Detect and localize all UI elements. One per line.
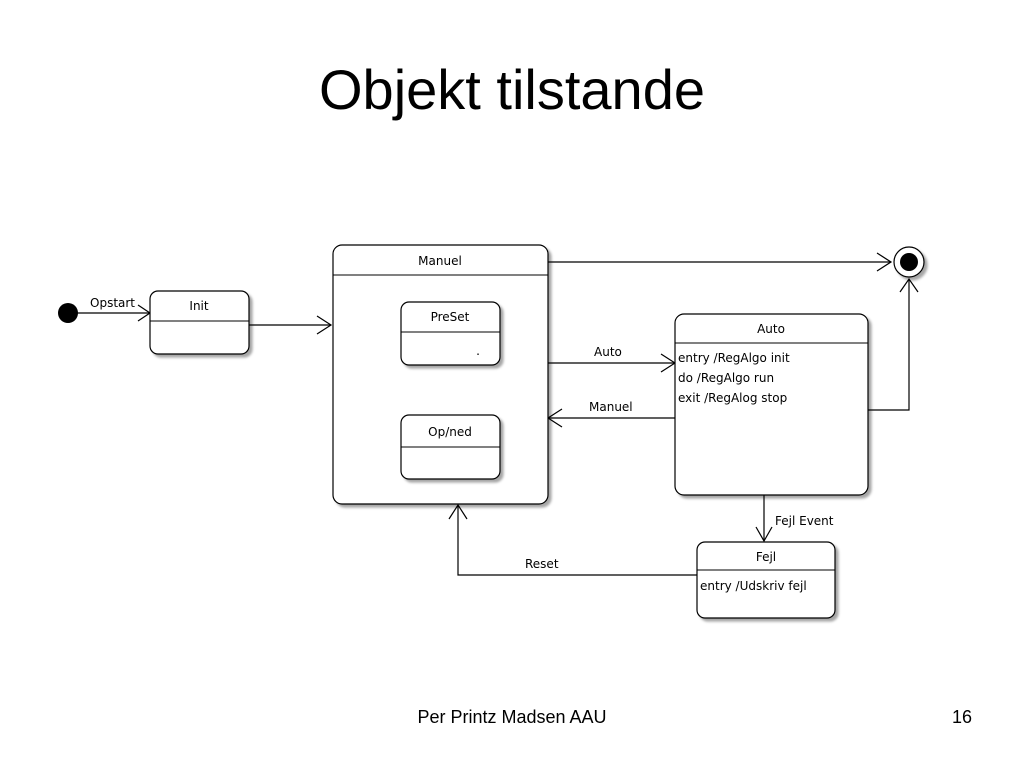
state-fejl-name: Fejl (756, 550, 776, 564)
label-opstart: Opstart (90, 296, 135, 310)
label-manuel: Manuel (589, 400, 633, 414)
state-fejl[interactable]: Fejl entry /Udskriv fejl (696, 541, 836, 619)
transition-init-manuel (249, 315, 333, 335)
state-fejl-action-entry: entry /Udskriv fejl (700, 579, 807, 593)
transition-auto-final (868, 277, 919, 411)
page-number: 16 (951, 707, 972, 727)
label-auto: Auto (594, 345, 622, 359)
state-init[interactable]: Init (149, 290, 250, 355)
state-auto-action-do: do /RegAlgo run (678, 371, 774, 385)
state-auto-action-exit: exit /RegAlog stop (678, 391, 787, 405)
transition-reset (448, 503, 697, 576)
final-state (893, 246, 925, 278)
transition-manuel-final (548, 252, 893, 272)
label-fejl-event: Fejl Event (775, 514, 834, 528)
state-preset[interactable]: PreSet . (400, 301, 501, 366)
state-opned-name: Op/ned (428, 425, 472, 439)
label-reset: Reset (525, 557, 559, 571)
state-preset-name: PreSet (431, 310, 470, 324)
slide-title: Objekt tilstande (319, 58, 705, 121)
state-manuel-name: Manuel (418, 254, 462, 268)
state-preset-mark: . (476, 344, 480, 358)
state-auto-action-entry: entry /RegAlgo init (678, 351, 790, 365)
state-auto[interactable]: Auto entry /RegAlgo init do /RegAlgo run… (674, 313, 869, 496)
state-auto-name: Auto (757, 322, 785, 336)
initial-state (58, 303, 78, 323)
state-opned[interactable]: Op/ned (400, 414, 501, 480)
footer-author: Per Printz Madsen AAU (417, 707, 607, 727)
state-init-name: Init (189, 299, 208, 313)
transition-fejl-event (755, 495, 773, 543)
